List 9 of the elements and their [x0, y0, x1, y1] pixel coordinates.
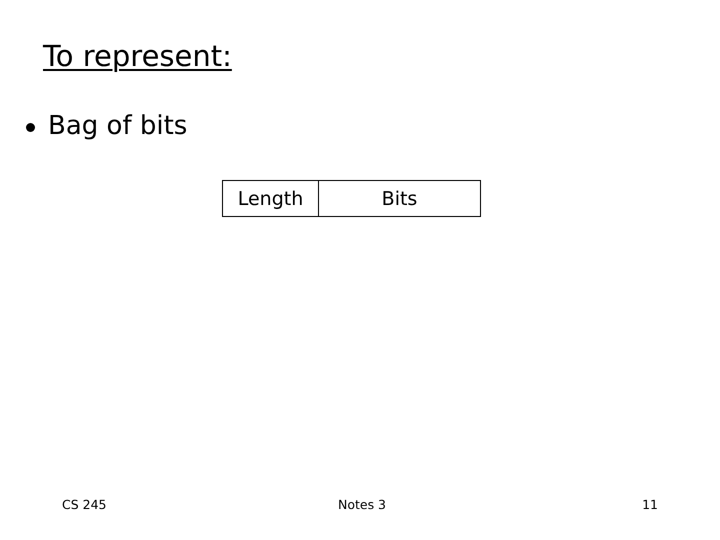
field-label: Bits	[382, 188, 418, 210]
footer-text: Notes 3	[338, 497, 386, 513]
bullet-text: Bag of bits	[48, 110, 188, 143]
footer-text: CS 245	[62, 497, 106, 513]
record-field	[318, 180, 481, 217]
field-label: Length	[238, 188, 304, 210]
slide-title: To represent:	[43, 38, 232, 74]
record-field	[222, 180, 319, 217]
footer-text: 11	[642, 497, 658, 513]
